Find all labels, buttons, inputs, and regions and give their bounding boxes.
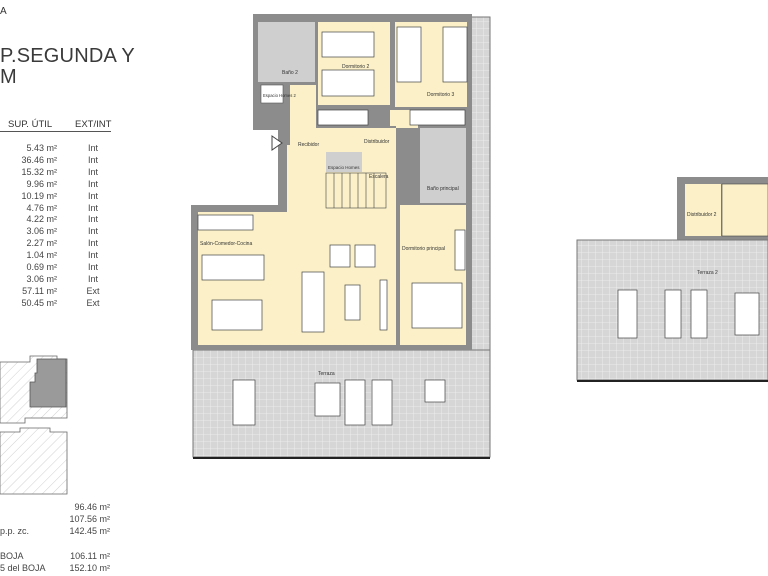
ext-int-value: Int [87, 273, 98, 284]
area-value: 1.04 m² [26, 250, 57, 261]
wardrobe [409, 109, 466, 126]
sunbed [344, 379, 366, 426]
top-label: A [0, 6, 7, 17]
area-value: 57.11 m² [22, 285, 57, 296]
total-label: p.p. zc. [0, 526, 30, 536]
page-title-line1: P.SEGUNDA Y [0, 45, 135, 67]
bed [321, 69, 375, 97]
ext-int-value: Int [87, 202, 98, 213]
wardrobe [454, 229, 466, 271]
key-plan-roof [0, 427, 68, 495]
area-value: 0.69 m² [26, 262, 57, 272]
page-title-line2: M [0, 66, 17, 88]
terrace-table [617, 289, 638, 339]
key-plans [0, 355, 68, 495]
total-value: 107.56 m² [69, 514, 110, 524]
bed [442, 26, 468, 83]
label-distribuidor: Distribuidor [364, 139, 390, 145]
label-salon: Salón-Comedor-Cocina [200, 241, 252, 247]
area-value: 2.27 m² [26, 238, 57, 249]
key-plan-highlight [29, 358, 67, 408]
label-distribuidor2: Distribuidor 2 [687, 212, 717, 218]
label-terraza2: Terraza 2 [697, 270, 718, 276]
bed [396, 26, 422, 83]
dining-table [211, 299, 263, 331]
label-terraza: Terraza [318, 371, 335, 377]
total-label: 5 del BOJA [0, 563, 46, 573]
room-bano2 [258, 22, 315, 82]
column-header-area: SUP. ÚTIL [8, 119, 53, 130]
bed [411, 282, 463, 329]
sunbed [690, 289, 708, 339]
total-value: 106.11 m² [70, 551, 110, 561]
total-value: 96.46 m² [74, 502, 110, 512]
area-value: 50.45 m² [21, 297, 57, 308]
terrace-sofa [734, 292, 760, 336]
total-value: 152.10 m² [69, 563, 110, 573]
armchair [329, 244, 351, 268]
floor-plan-main: Baño 2 Espacio Homes 2 Dormitorio 2 Dorm… [191, 14, 491, 459]
area-value: 5.43 m² [26, 143, 57, 153]
label-dormitorio3: Dormitorio 3 [427, 92, 454, 98]
sofa [301, 271, 325, 333]
ext-int-value: Int [87, 250, 98, 261]
column-header-ext-int: EXT/INT [75, 119, 112, 130]
stairs [325, 172, 387, 209]
area-value: 4.76 m² [26, 202, 57, 213]
room-bano-principal [420, 128, 466, 203]
kitchen-counter [197, 214, 254, 231]
area-value: 15.32 m² [21, 166, 57, 177]
sunbed [371, 379, 393, 426]
area-value: 36.46 m² [21, 154, 57, 165]
label-espacio-homes2: Espacio Homes 2 [263, 93, 296, 98]
total-label: BOJA [0, 551, 24, 561]
tv-unit [379, 279, 388, 331]
sunbed [664, 289, 682, 339]
bed [321, 31, 375, 58]
header-divider [0, 131, 111, 132]
area-value: 3.06 m² [26, 226, 57, 237]
label-bano2: Baño 2 [282, 70, 298, 76]
label-dormitorio2: Dormitorio 2 [342, 64, 369, 70]
floor-plan-upper: Distribuidor 2 Terraza 2 [576, 177, 768, 382]
key-plan-floor [0, 355, 68, 424]
room-distribuidor2 [685, 184, 721, 236]
ext-int-value: Int [87, 178, 98, 189]
total-value: 142.45 m² [69, 526, 110, 536]
ext-int-value: Ext [86, 297, 100, 308]
ext-int-value: Int [87, 226, 98, 237]
label-bano-principal: Baño principal [427, 186, 459, 192]
label-recibidor: Recibidor [298, 142, 319, 148]
room-espacio-homes2 [260, 84, 284, 104]
ext-int-value: Ext [86, 285, 100, 296]
wardrobe [317, 109, 369, 126]
ext-int-value: Int [87, 238, 98, 249]
ext-int-value: Int [87, 262, 98, 272]
ext-int-value: Int [87, 214, 98, 225]
armchair [354, 244, 376, 268]
ext-int-value: Int [87, 166, 98, 177]
room-espacio-homes [326, 152, 362, 172]
terrace-sofa [314, 382, 341, 417]
label-dormitorio-principal: Dormitorio principal [402, 246, 445, 252]
terrace-table [232, 379, 256, 426]
ext-int-value: Int [87, 143, 98, 153]
kitchen-island [201, 254, 265, 281]
label-escalera: Escalera [369, 174, 389, 180]
entrance-arrow-icon [271, 135, 283, 151]
area-value: 10.19 m² [21, 190, 57, 201]
stairs-upper [721, 183, 768, 237]
area-value: 4.22 m² [26, 214, 57, 225]
ext-int-value: Int [87, 190, 98, 201]
label-espacio-homes: Espacio Homes [328, 165, 360, 170]
area-value: 9.96 m² [26, 178, 57, 189]
area-value: 3.06 m² [26, 273, 57, 284]
terrace-armchair [424, 379, 446, 403]
ext-int-value: Int [87, 154, 98, 165]
coffee-table [344, 284, 361, 321]
